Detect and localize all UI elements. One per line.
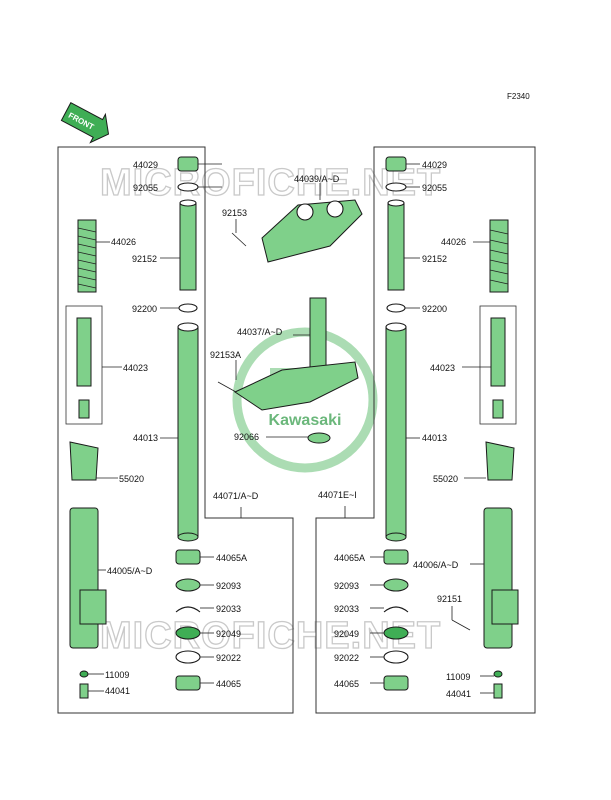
right-assembly-frame: [315, 146, 536, 714]
watermark: MICROFICHE.NET MICROFICHE.NET: [99, 161, 441, 657]
label-44037: 44037/A~D: [237, 327, 283, 337]
label-92022: 92022: [216, 653, 241, 663]
left-assembly-frame: [57, 146, 294, 714]
label-55020: 55020: [119, 474, 144, 484]
label-r44071E: 44071E~I: [318, 490, 357, 500]
label-r92093: 92093: [334, 581, 359, 591]
label-44023: 44023: [123, 363, 148, 373]
label-r92055: 92055: [422, 183, 447, 193]
label-44071: 44071/A~D: [213, 491, 259, 501]
label-44065: 44065: [216, 679, 241, 689]
label-r44013: 44013: [422, 433, 447, 443]
label-r44023: 44023: [430, 363, 455, 373]
watermark-bottom: MICROFICHE.NET: [100, 615, 441, 657]
label-r44006: 44006/A~D: [413, 560, 459, 570]
label-r44029: 44029: [422, 160, 447, 170]
label-r92151: 92151: [437, 594, 462, 604]
label-r92033: 92033: [334, 604, 359, 614]
leader-lines: [88, 163, 494, 694]
right-parts: [383, 156, 519, 699]
label-44039: 44039/A~D: [294, 174, 340, 184]
label-44065A: 44065A: [216, 553, 247, 563]
label-44041: 44041: [105, 686, 130, 696]
part-labels: 44029 92055 44026 92152 92200 44023 4401…: [105, 160, 471, 699]
watermark-top: MICROFICHE.NET: [100, 162, 441, 204]
label-44005: 44005/A~D: [107, 566, 153, 576]
label-92033: 92033: [216, 604, 241, 614]
label-44029: 44029: [133, 160, 158, 170]
label-44013: 44013: [133, 433, 158, 443]
label-92200: 92200: [132, 304, 157, 314]
center-parts: [217, 199, 363, 444]
label-92153A: 92153A: [210, 350, 241, 360]
label-r92200: 92200: [422, 304, 447, 314]
label-r44026: 44026: [441, 237, 466, 247]
label-92049: 92049: [216, 629, 241, 639]
label-r55020: 55020: [433, 474, 458, 484]
label-r92022: 92022: [334, 653, 359, 663]
label-92093: 92093: [216, 581, 241, 591]
label-r92152: 92152: [422, 254, 447, 264]
label-92153: 92153: [222, 208, 247, 218]
label-92066: 92066: [234, 432, 259, 442]
label-r44065: 44065: [334, 679, 359, 689]
label-11009: 11009: [105, 670, 129, 680]
label-92152: 92152: [132, 254, 157, 264]
label-r44065A: 44065A: [334, 553, 365, 563]
diagram-code: F2340: [507, 92, 530, 101]
label-r44041: 44041: [446, 689, 471, 699]
label-92055: 92055: [133, 183, 158, 193]
label-44026: 44026: [111, 237, 136, 247]
front-arrow: FRONT: [60, 102, 110, 144]
label-r11009: 11009: [446, 672, 470, 682]
label-r92049: 92049: [334, 629, 359, 639]
logo-text: Kawasaki: [269, 412, 342, 429]
